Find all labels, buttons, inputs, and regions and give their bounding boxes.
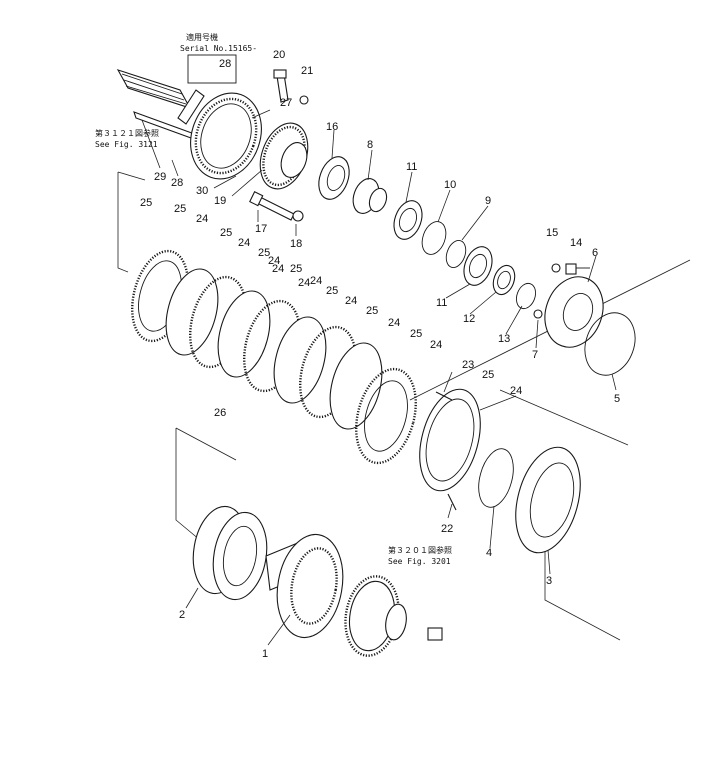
callout-22: 22 [441,523,453,535]
see-fig-3201-jp: 第３２０１図参照 [388,545,452,555]
callout-26: 26 [214,407,226,419]
shaft-29 [116,69,205,143]
bracket-line-right-mid [499,389,629,446]
callout-25-b: 25 [220,227,232,239]
callout-25-e: 25 [326,285,338,297]
callout-17: 17 [255,223,267,235]
cage-6 [544,276,604,348]
bracket-lower-left [175,428,201,541]
callout-24-j: 24 [272,263,284,275]
washer-15 [551,263,561,273]
callout-6: 6 [592,247,598,259]
callout-25-f: 25 [366,305,378,317]
leader-lines [141,109,617,646]
callout-11-lower: 11 [436,297,447,309]
pin-22 [447,493,457,511]
callout-1: 1 [262,648,268,660]
see-fig-3201: See Fig. 3201 [388,557,451,566]
o-ring-7 [533,309,543,319]
callout-28-b: 28 [171,177,183,189]
pin-23 [435,391,453,401]
callout-12: 12 [463,313,475,325]
serial-box [187,54,237,84]
callout-25-g: 25 [410,328,422,340]
callout-18: 18 [290,238,302,250]
callout-24-g: 24 [388,317,400,329]
piston-3 [515,446,581,554]
callout-24-c: 24 [268,255,280,267]
callout-4: 4 [486,547,492,559]
gear-19 [259,122,309,190]
callout-15: 15 [546,227,558,239]
callout-30: 30 [196,185,208,197]
retainer-16 [318,156,350,200]
disc-stack [131,249,417,465]
bracket-lower-left-top [175,427,237,461]
callout-21: 21 [301,65,313,77]
callout-24-a: 24 [196,213,208,225]
callout-9: 9 [485,195,491,207]
callout-5: 5 [614,393,620,405]
bracket-lower-right [544,540,621,641]
bracket-left-top [117,171,146,181]
callout-11-upper: 11 [406,161,417,173]
callout-3: 3 [546,575,552,587]
nut-12 [492,264,516,296]
callout-24-b: 24 [238,237,250,249]
carrier-1 [265,533,344,639]
callout-23: 23 [462,359,474,371]
callout-10: 10 [444,179,456,191]
callout-25-a: 25 [174,203,186,215]
callout-14: 14 [570,237,582,249]
ring-27 [190,92,262,180]
see-fig-3121: See Fig. 3121 [95,140,158,149]
callout-labels: 1 2 3 4 5 6 7 8 9 10 11 11 12 13 14 15 1… [140,49,620,660]
callout-25-i: 25 [140,197,152,209]
callout-24-e: 24 [310,275,322,287]
ring-10 [421,221,447,255]
callout-24-h: 24 [430,339,442,351]
washer-18 [292,210,304,222]
seal-5 [584,312,636,376]
ring-4 [478,448,514,508]
callout-19: 19 [214,195,226,207]
callout-25-c: 25 [258,247,270,259]
bracket-left [117,172,129,273]
bolt-14 [565,263,590,275]
callout-24-d: 24 [298,277,310,289]
washer-21 [299,95,309,105]
callout-2: 2 [179,609,185,621]
callout-27: 27 [280,97,292,109]
plate-24-lower [419,388,481,492]
callout-8: 8 [367,139,373,151]
callout-29: 29 [154,171,166,183]
lock-13 [515,282,537,310]
bearing-11-upper [393,200,423,240]
callout-25-d: 25 [290,263,302,275]
ring-2 [192,505,268,601]
callout-13: 13 [498,333,510,345]
callout-7: 7 [532,349,538,361]
bolt-17 [249,191,295,221]
callout-28-a: 28 [219,58,231,70]
callout-16: 16 [326,121,338,133]
bolt-20 [273,69,289,103]
callout-25-h: 25 [482,369,494,381]
callout-20: 20 [273,49,285,61]
callout-24-f: 24 [345,295,357,307]
see-fig-3121-jp: 第３１２１図参照 [95,128,159,138]
serial-note-jp: 適用号機 [186,32,218,42]
bearing-11-lower [463,246,493,286]
ring-9 [445,240,467,268]
bearing-8 [352,178,388,214]
serial-note: Serial No.15165- [180,44,257,53]
gear-lower [344,575,443,657]
callout-24-i: 24 [510,385,522,397]
